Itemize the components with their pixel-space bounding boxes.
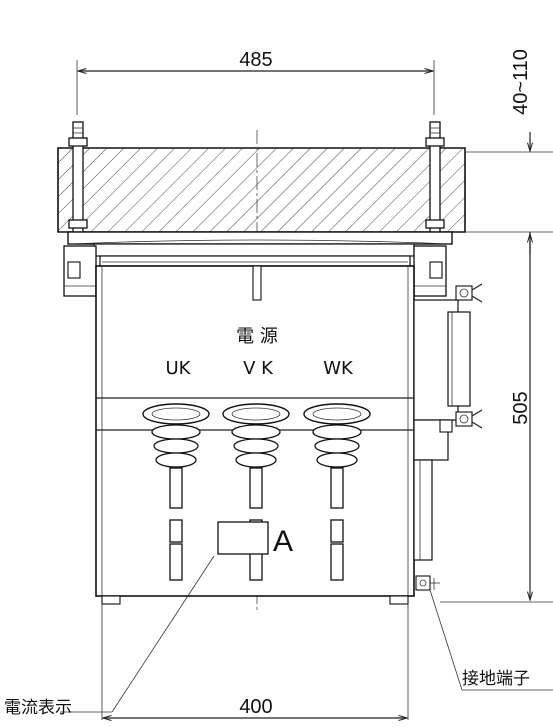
bracket-left [63, 245, 97, 297]
bushing-u [142, 403, 210, 581]
dimension-label-clearance: 40~110 [510, 49, 532, 115]
dimension-bottom-width: 400 [101, 696, 409, 722]
mounting-bolt-right [425, 121, 445, 233]
detail-a-label: A [273, 525, 293, 558]
current-display-label: 電流表示 [4, 698, 72, 718]
operating-mechanism [413, 283, 483, 591]
dimension-top-width: 485 [76, 49, 435, 115]
power-source-label: 電 源 [236, 326, 278, 347]
mounting-slab [57, 147, 466, 233]
ground-terminal-leader [429, 589, 553, 691]
bushing-w [303, 403, 371, 581]
dimension-label-505: 505 [510, 391, 532, 424]
dimension-label-400: 400 [239, 696, 272, 718]
phase-u-label: UK [166, 358, 192, 379]
phase-w-label: WK [323, 358, 354, 379]
bracket-right [413, 245, 447, 297]
bushing-v [222, 403, 290, 581]
phase-v-label: V K [243, 358, 274, 379]
dimension-right: 40~110 505 [440, 49, 553, 603]
current-display-box [60, 521, 269, 713]
dimension-label-485: 485 [239, 49, 272, 71]
top-cover [67, 231, 453, 267]
ground-terminal-label: 接地端子 [462, 669, 530, 689]
